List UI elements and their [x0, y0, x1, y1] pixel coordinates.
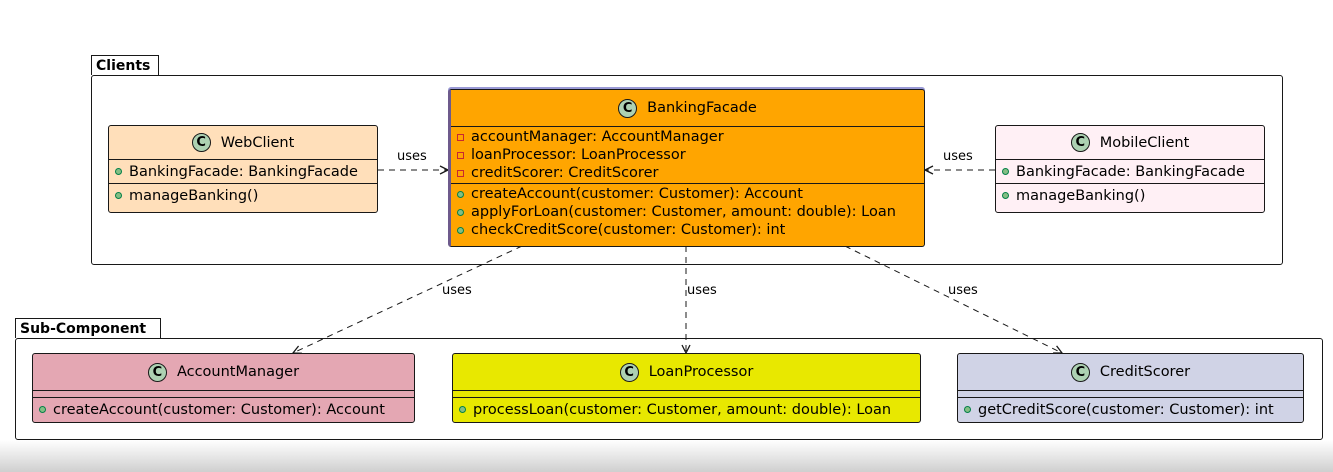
field-text: creditScorer: CreditScorer	[471, 165, 659, 181]
method-text: createAccount(customer: Customer): Accou…	[471, 186, 803, 202]
class-banking-facade[interactable]: C BankingFacade accountManager: AccountM…	[448, 89, 925, 247]
field-row: BankingFacade: BankingFacade	[115, 162, 371, 181]
fields-section	[33, 391, 414, 398]
public-visibility-icon	[1002, 192, 1014, 199]
class-name: MobileClient	[1099, 134, 1190, 151]
field-row: accountManager: AccountManager	[457, 128, 918, 146]
class-header: C WebClient	[109, 126, 377, 160]
edge-facade-to-account	[293, 245, 523, 353]
public-visibility-icon	[457, 227, 469, 234]
class-name: WebClient	[220, 134, 295, 151]
class-badge-icon: C	[147, 362, 167, 382]
field-row: BankingFacade: BankingFacade	[1002, 162, 1258, 181]
class-name: CreditScorer	[1099, 364, 1191, 380]
methods-section: createAccount(customer: Customer): Accou…	[451, 184, 924, 240]
package-clients	[91, 75, 1283, 265]
class-name: LoanProcessor	[648, 364, 754, 380]
class-badge-icon: C	[1070, 133, 1090, 152]
method-row: processLoan(customer: Customer, amount: …	[459, 400, 914, 419]
edge-label-loan: uses	[687, 283, 717, 298]
class-header: C BankingFacade	[451, 90, 924, 127]
package-sub-component-tab: Sub-Component	[15, 318, 161, 338]
method-text: getCreditScore(customer: Customer): int	[978, 401, 1274, 418]
method-row: manageBanking()	[1002, 186, 1258, 205]
public-visibility-icon	[964, 406, 976, 413]
private-visibility-icon	[457, 170, 469, 177]
class-name: AccountManager	[176, 364, 300, 380]
public-visibility-icon	[457, 209, 469, 216]
class-web-client[interactable]: C WebClient BankingFacade: BankingFacade…	[108, 125, 378, 213]
field-text: BankingFacade: BankingFacade	[129, 163, 358, 180]
class-header: C CreditScorer	[958, 354, 1303, 391]
method-row: checkCreditScore(customer: Customer): in…	[457, 221, 918, 239]
field-row: loanProcessor: LoanProcessor	[457, 146, 918, 164]
public-visibility-icon	[1002, 168, 1014, 175]
methods-section: getCreditScore(customer: Customer): int	[958, 398, 1303, 421]
field-text: accountManager: AccountManager	[471, 129, 724, 145]
public-visibility-icon	[459, 406, 471, 413]
package-sub-component-label: Sub-Component	[20, 321, 147, 337]
method-text: manageBanking()	[1016, 187, 1146, 204]
public-visibility-icon	[115, 192, 127, 199]
class-header: C AccountManager	[33, 354, 414, 391]
class-badge-icon: C	[1070, 362, 1090, 382]
methods-section: processLoan(customer: Customer, amount: …	[453, 398, 920, 421]
public-visibility-icon	[457, 191, 469, 198]
method-text: applyForLoan(customer: Customer, amount:…	[471, 204, 896, 220]
edge-label-account: uses	[442, 283, 472, 298]
class-mobile-client[interactable]: C MobileClient BankingFacade: BankingFac…	[995, 125, 1265, 213]
field-text: loanProcessor: LoanProcessor	[471, 147, 686, 163]
method-text: checkCreditScore(customer: Customer): in…	[471, 222, 786, 238]
class-header: C LoanProcessor	[453, 354, 920, 391]
methods-section: manageBanking()	[996, 184, 1264, 207]
class-badge-icon: C	[191, 133, 211, 152]
field-text: BankingFacade: BankingFacade	[1016, 163, 1245, 180]
edge-facade-to-credit	[844, 245, 1062, 353]
package-clients-tab: Clients	[91, 55, 159, 75]
class-loan-processor[interactable]: C LoanProcessor processLoan(customer: Cu…	[452, 353, 921, 423]
edge-label-credit: uses	[948, 283, 978, 298]
class-badge-icon: C	[618, 98, 638, 118]
public-visibility-icon	[115, 168, 127, 175]
methods-section: createAccount(customer: Customer): Accou…	[33, 398, 414, 421]
public-visibility-icon	[39, 406, 51, 413]
class-account-manager[interactable]: C AccountManager createAccount(customer:…	[32, 353, 415, 423]
field-row: creditScorer: CreditScorer	[457, 164, 918, 182]
fields-section	[453, 391, 920, 398]
class-header: C MobileClient	[996, 126, 1264, 160]
method-row: createAccount(customer: Customer): Accou…	[39, 400, 408, 419]
method-row: createAccount(customer: Customer): Accou…	[457, 185, 918, 203]
edge-label-web: uses	[397, 149, 427, 164]
class-credit-scorer[interactable]: C CreditScorer getCreditScore(customer: …	[957, 353, 1304, 423]
fields-section: BankingFacade: BankingFacade	[109, 160, 377, 184]
private-visibility-icon	[457, 134, 469, 141]
package-clients-label: Clients	[96, 58, 151, 74]
class-name: BankingFacade	[647, 100, 757, 116]
package-sub-component	[15, 338, 1323, 440]
method-text: processLoan(customer: Customer, amount: …	[473, 401, 892, 418]
fields-section	[958, 391, 1303, 398]
fields-section: BankingFacade: BankingFacade	[996, 160, 1264, 184]
method-text: createAccount(customer: Customer): Accou…	[53, 401, 385, 418]
private-visibility-icon	[457, 152, 469, 159]
method-row: getCreditScore(customer: Customer): int	[964, 400, 1297, 419]
method-row: manageBanking()	[115, 186, 371, 205]
method-text: manageBanking()	[129, 187, 259, 204]
fields-section: accountManager: AccountManager loanProce…	[451, 127, 924, 184]
methods-section: manageBanking()	[109, 184, 377, 207]
class-badge-icon: C	[619, 362, 639, 382]
edge-label-mobile: uses	[943, 149, 973, 164]
method-row: applyForLoan(customer: Customer, amount:…	[457, 203, 918, 221]
